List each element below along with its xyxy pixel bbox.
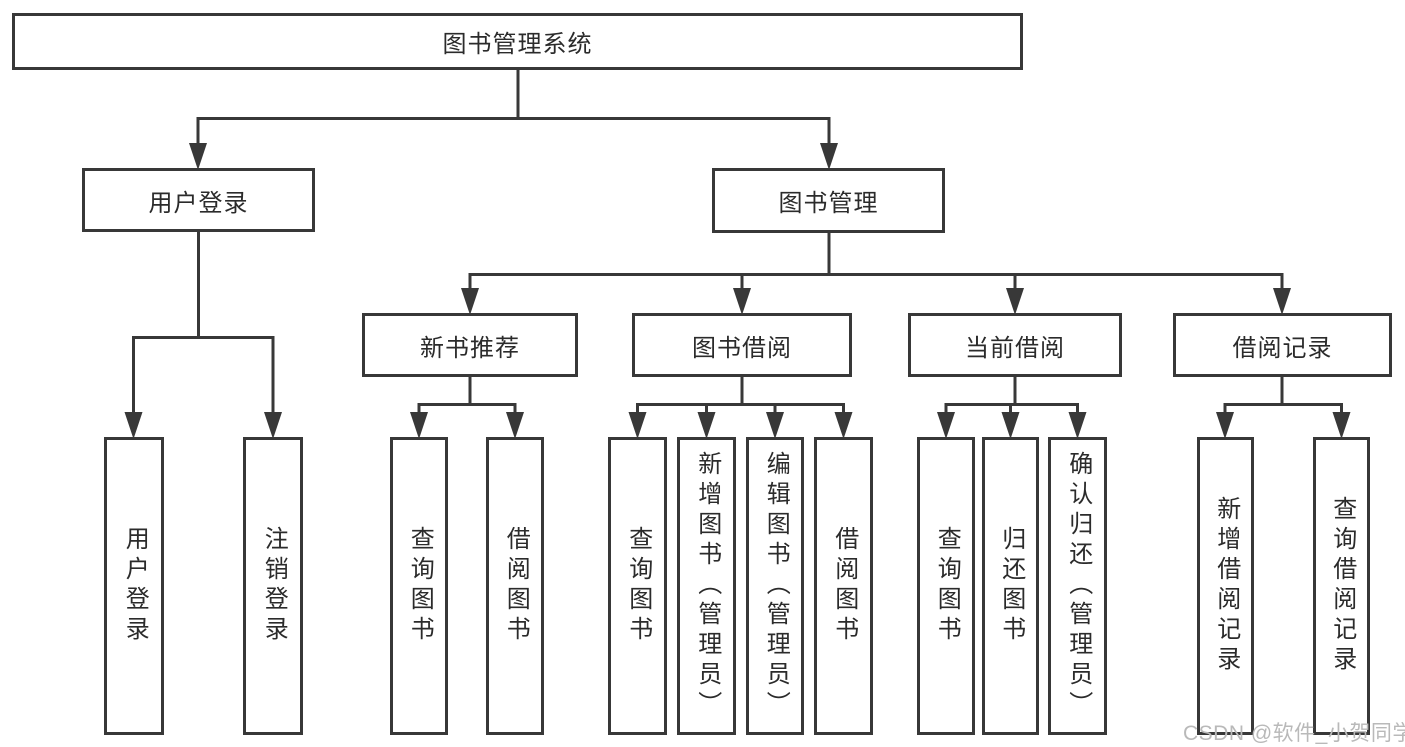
leaf-label: 借阅图书 — [830, 526, 858, 646]
leaf-borrow-books: 借阅图书 — [814, 437, 873, 735]
node-label: 图书管理系统 — [442, 31, 593, 58]
leaf-label: 借阅图书 — [502, 526, 530, 646]
leaf-label: 新增图书（管理员） — [693, 451, 721, 721]
node-label: 用户登录 — [148, 189, 249, 217]
leaf-label: 新增借阅记录 — [1212, 496, 1240, 676]
node-new-book-recommend: 新书推荐 — [362, 313, 578, 377]
node-label: 图书借阅 — [692, 334, 792, 362]
node-label: 借阅记录 — [1232, 334, 1333, 362]
node-current-borrow: 当前借阅 — [908, 313, 1122, 377]
node-label: 图书管理 — [778, 190, 879, 217]
leaf-label: 确认归还（管理员） — [1064, 451, 1092, 721]
leaf-add-books-admin: 新增图书（管理员） — [677, 437, 736, 735]
leaf-label: 查询图书 — [933, 526, 961, 646]
leaf-label: 编辑图书（管理员） — [762, 451, 790, 721]
leaf-confirm-return-admin: 确认归还（管理员） — [1048, 437, 1107, 735]
leaf-logout: 注销登录 — [243, 437, 303, 735]
leaf-label: 注销登录 — [260, 526, 288, 646]
node-label: 新书推荐 — [420, 334, 520, 362]
leaf-query-books-borrow: 查询图书 — [608, 437, 667, 735]
leaf-label: 查询图书 — [406, 526, 434, 646]
node-book-borrow: 图书借阅 — [632, 313, 852, 377]
leaf-label: 查询图书 — [624, 526, 652, 646]
node-library-management-system: 图书管理系统 — [12, 13, 1023, 70]
node-borrow-records: 借阅记录 — [1173, 313, 1392, 377]
leaf-label: 用户登录 — [121, 526, 149, 646]
leaf-label: 查询借阅记录 — [1328, 496, 1356, 676]
leaf-label: 归还图书 — [997, 526, 1025, 646]
node-user-login: 用户登录 — [82, 168, 315, 232]
csdn-watermark: CSDN @软件_小贺同学 — [1183, 722, 1405, 745]
leaf-return-books: 归还图书 — [982, 437, 1039, 735]
leaf-edit-books-admin: 编辑图书（管理员） — [746, 437, 804, 735]
leaf-add-borrow-record: 新增借阅记录 — [1197, 437, 1254, 735]
node-label: 当前借阅 — [965, 334, 1065, 362]
leaf-borrow-books-recommend: 借阅图书 — [486, 437, 544, 735]
leaf-query-borrow-record: 查询借阅记录 — [1313, 437, 1370, 735]
leaf-user-login: 用户登录 — [104, 437, 164, 735]
leaf-query-books-current: 查询图书 — [917, 437, 975, 735]
leaf-query-books-recommend: 查询图书 — [390, 437, 448, 735]
node-book-management: 图书管理 — [712, 168, 945, 233]
